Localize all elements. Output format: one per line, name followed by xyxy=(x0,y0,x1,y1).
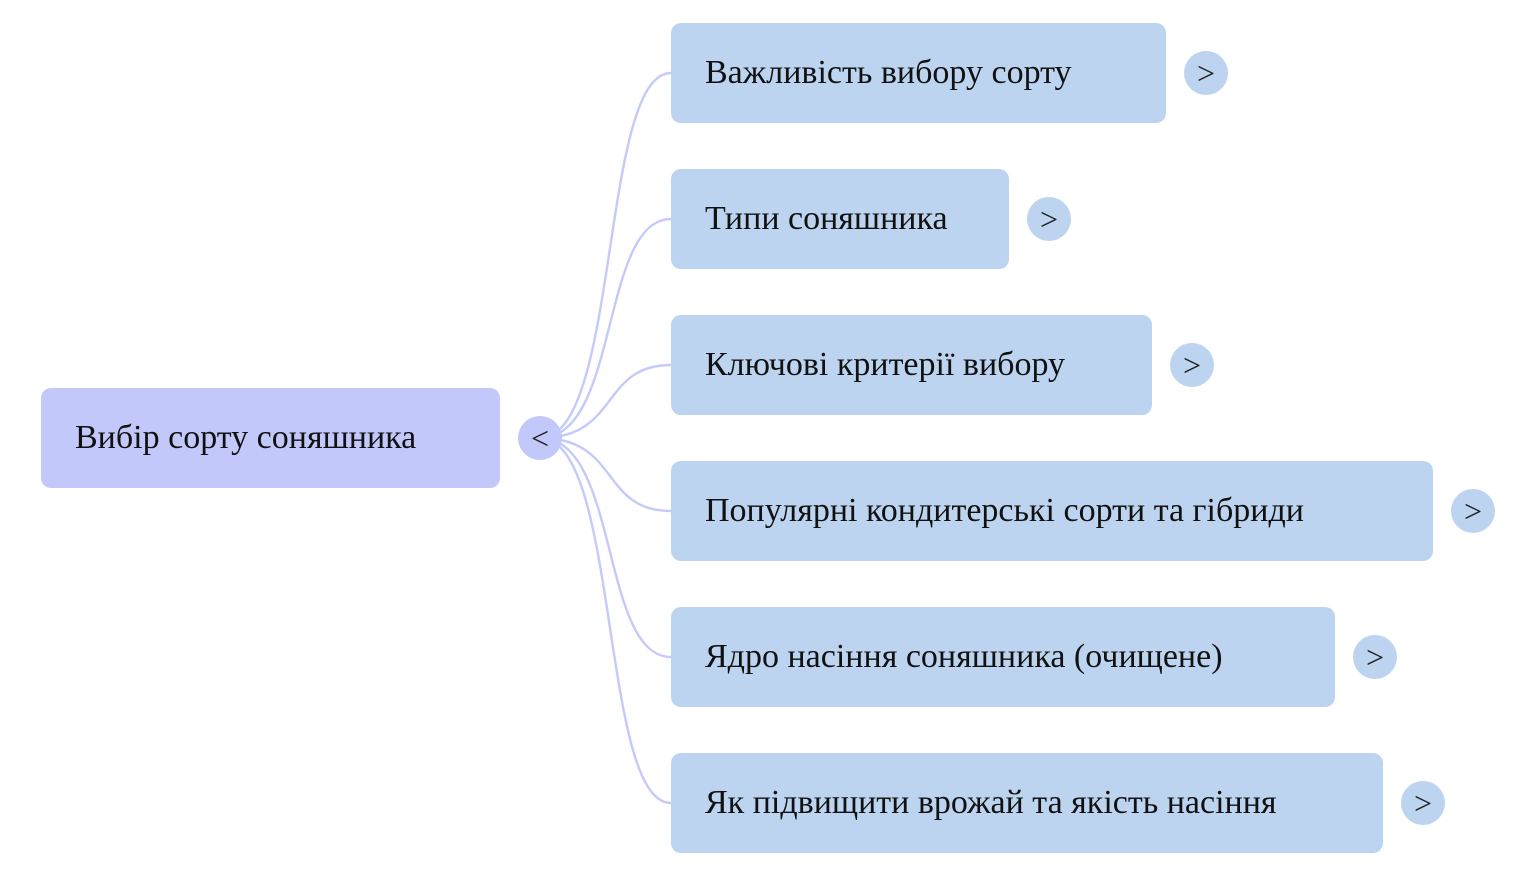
connector-line xyxy=(539,71,672,440)
connector-line xyxy=(539,363,672,440)
child-node-label: Ключові критерії вибору xyxy=(705,346,1066,383)
child-node[interactable]: Ядро насіння соняшника (очищене) xyxy=(671,607,1335,707)
child-node[interactable]: Як підвищити врожай та якість насіння xyxy=(671,753,1383,853)
expand-toggle[interactable]: > xyxy=(1401,781,1445,825)
expand-toggle[interactable]: > xyxy=(1184,51,1228,95)
expand-toggle[interactable]: > xyxy=(1170,343,1214,387)
connector-line xyxy=(539,436,672,659)
child-node[interactable]: Популярні кондитерські сорти та гібриди xyxy=(671,461,1433,561)
connector-line xyxy=(539,217,672,440)
expand-toggle[interactable]: > xyxy=(1353,635,1397,679)
expand-toggle[interactable]: > xyxy=(1451,489,1495,533)
child-node[interactable]: Ключові критерії вибору xyxy=(671,315,1152,415)
child-node-label: Важливість вибору сорту xyxy=(705,54,1072,91)
child-node[interactable]: Типи соняшника xyxy=(671,169,1009,269)
child-node-label: Популярні кондитерські сорти та гібриди xyxy=(705,492,1304,529)
child-node-label: Ядро насіння соняшника (очищене) xyxy=(705,638,1223,675)
child-node-label: Як підвищити врожай та якість насіння xyxy=(705,784,1277,821)
connector-line xyxy=(539,436,672,805)
connector-line xyxy=(539,436,672,513)
root-node[interactable]: Вибір сорту соняшника xyxy=(41,388,500,488)
child-node-label: Типи соняшника xyxy=(705,200,948,237)
root-node-label: Вибір сорту соняшника xyxy=(75,419,417,456)
collapse-toggle[interactable]: < xyxy=(518,416,562,460)
child-node[interactable]: Важливість вибору сорту xyxy=(671,23,1166,123)
expand-toggle[interactable]: > xyxy=(1027,197,1071,241)
